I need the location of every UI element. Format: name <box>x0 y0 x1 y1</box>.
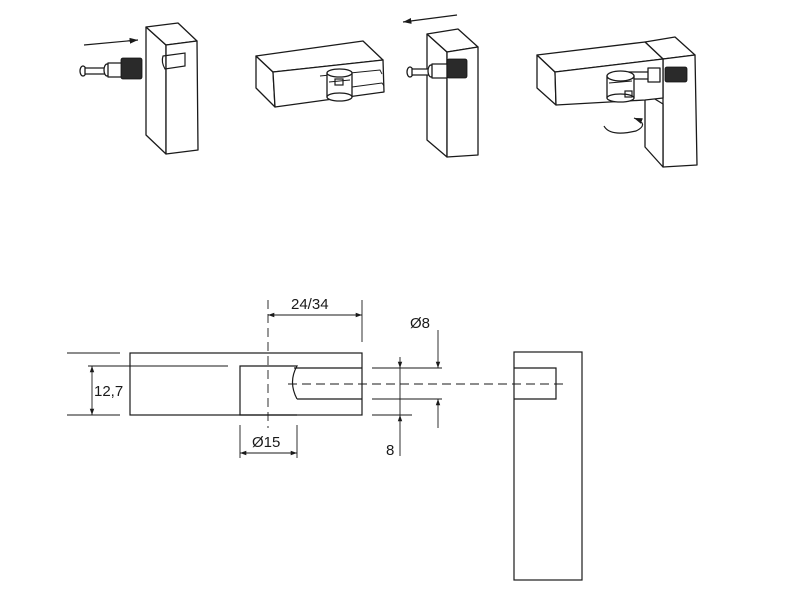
bolt-hole <box>514 367 557 400</box>
connector-bolt-icon <box>79 57 143 80</box>
bolt-hole <box>161 52 186 70</box>
step-4-assembled-joint <box>536 36 698 168</box>
panel-section-drawing <box>88 300 565 428</box>
dimension-length: 24/34 <box>268 296 363 342</box>
cam-lock-icon <box>326 68 353 102</box>
dimension-length-label: 24/34 <box>291 296 329 313</box>
dimension-thickness: 12,7 <box>67 352 123 416</box>
insert-direction-arrow-icon <box>402 14 458 24</box>
upright-panel <box>145 22 199 155</box>
cam-lock-icon <box>606 70 635 103</box>
step-1-insert-bolt <box>79 22 199 155</box>
connector-bolt-icon <box>406 58 468 79</box>
dimension-offset-label: 8 <box>386 442 394 459</box>
step-2-cam-panel <box>255 40 385 108</box>
rotate-clockwise-arrow-icon <box>603 117 644 134</box>
dimension-thickness-label: 12,7 <box>94 383 123 400</box>
insert-direction-arrow-icon <box>83 37 139 46</box>
dimension-bolt-diameter-label: Ø8 <box>410 315 430 332</box>
dimension-cam-diameter-label: Ø15 <box>252 434 280 451</box>
connector-bolt-icon <box>627 66 688 83</box>
dimension-cam-diameter: Ø15 <box>239 425 298 458</box>
upright-section-drawing <box>513 351 583 581</box>
step-3-bolt-installed <box>402 14 479 158</box>
dimension-bolt-hole: 8 Ø8 <box>372 315 442 459</box>
cam-hole <box>239 365 299 416</box>
